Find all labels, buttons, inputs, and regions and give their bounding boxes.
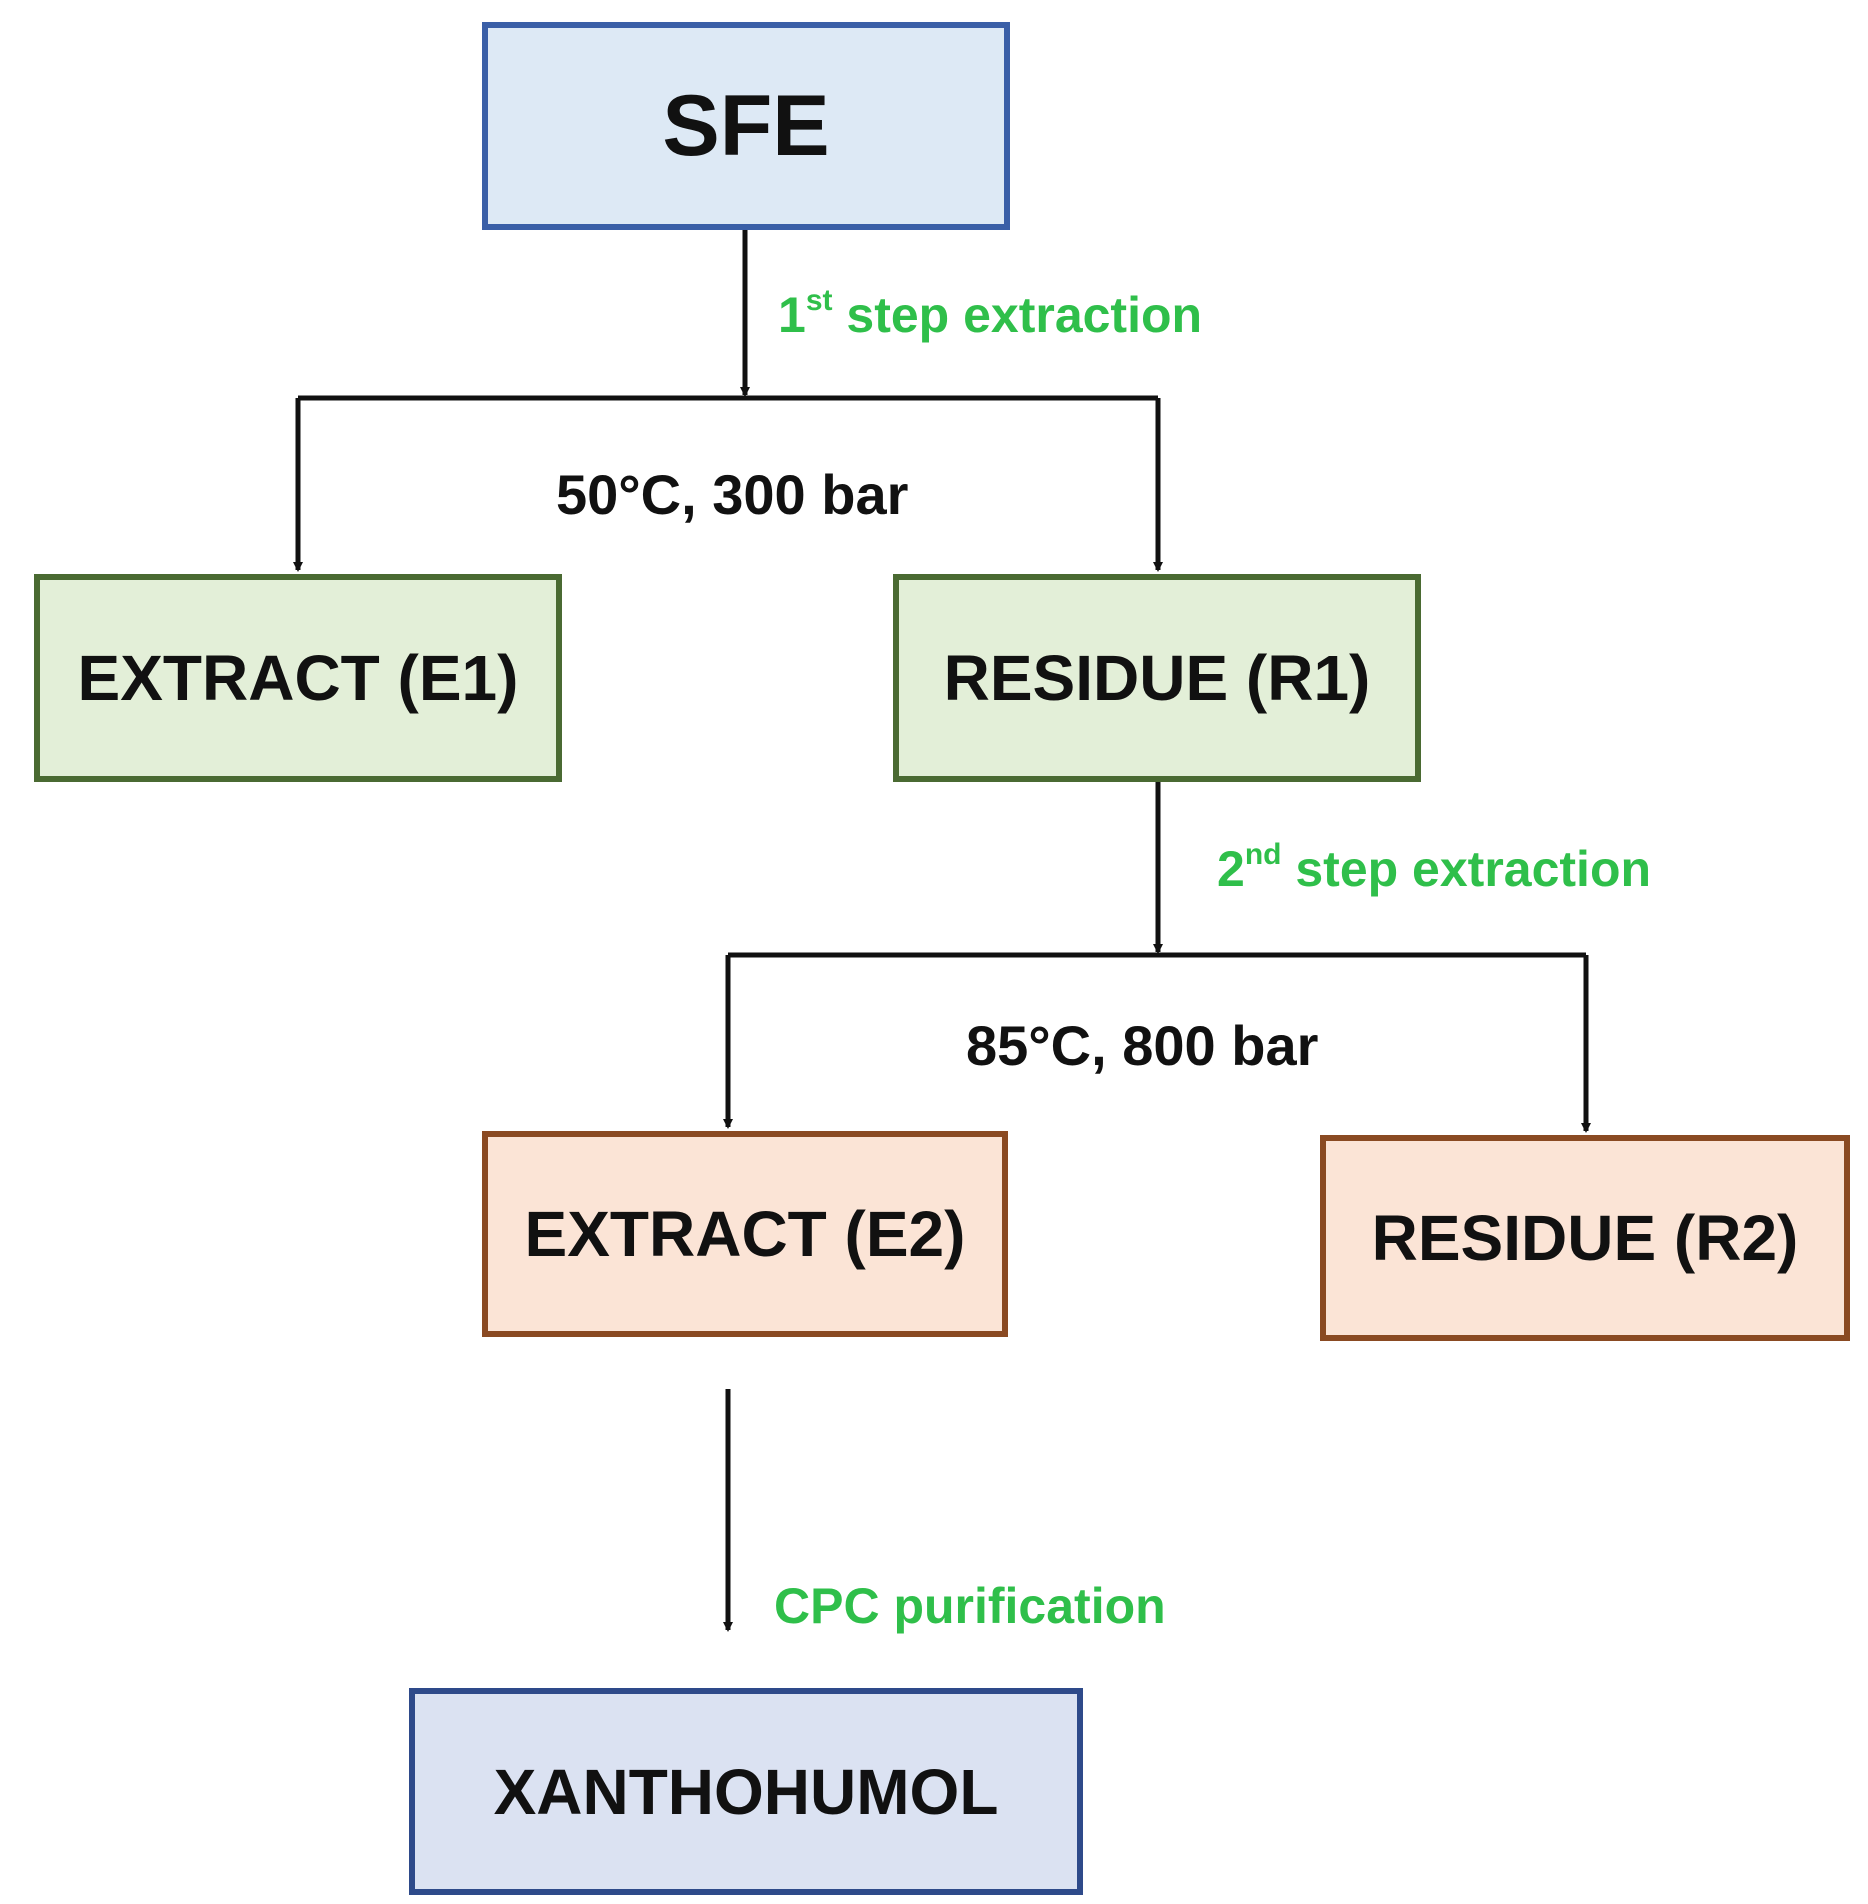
residue-r2-box: RESIDUE (R2) <box>1320 1135 1850 1341</box>
step2-number: 2 <box>1217 841 1245 897</box>
sfe-box: SFE <box>482 22 1010 230</box>
xanthohumol-box: XANTHOHUMOL <box>409 1688 1083 1895</box>
sfe-label: SFE <box>662 77 830 174</box>
residue-r1-label: RESIDUE (R1) <box>943 642 1371 714</box>
step1-label: 1st step extraction <box>778 284 1202 344</box>
extract-e1-box: EXTRACT (E1) <box>34 574 562 782</box>
extract-e2-label: EXTRACT (E2) <box>524 1198 966 1270</box>
step1-text: step extraction <box>832 287 1203 343</box>
step1-number: 1 <box>778 287 806 343</box>
extract-e2-box: EXTRACT (E2) <box>482 1131 1008 1337</box>
extract-e1-label: EXTRACT (E1) <box>77 642 519 714</box>
step2-text: step extraction <box>1281 841 1652 897</box>
purification-label: CPC purification <box>774 1578 1166 1634</box>
step2-label: 2nd step extraction <box>1217 838 1651 898</box>
step2-suffix: nd <box>1244 838 1282 871</box>
conditions2-label: 85°C, 800 bar <box>966 1014 1319 1077</box>
xanthohumol-label: XANTHOHUMOL <box>493 1755 999 1828</box>
residue-r1-box: RESIDUE (R1) <box>893 574 1421 782</box>
step1-suffix: st <box>805 284 833 317</box>
residue-r2-label: RESIDUE (R2) <box>1371 1202 1799 1274</box>
conditions1-label: 50°C, 300 bar <box>556 463 909 526</box>
